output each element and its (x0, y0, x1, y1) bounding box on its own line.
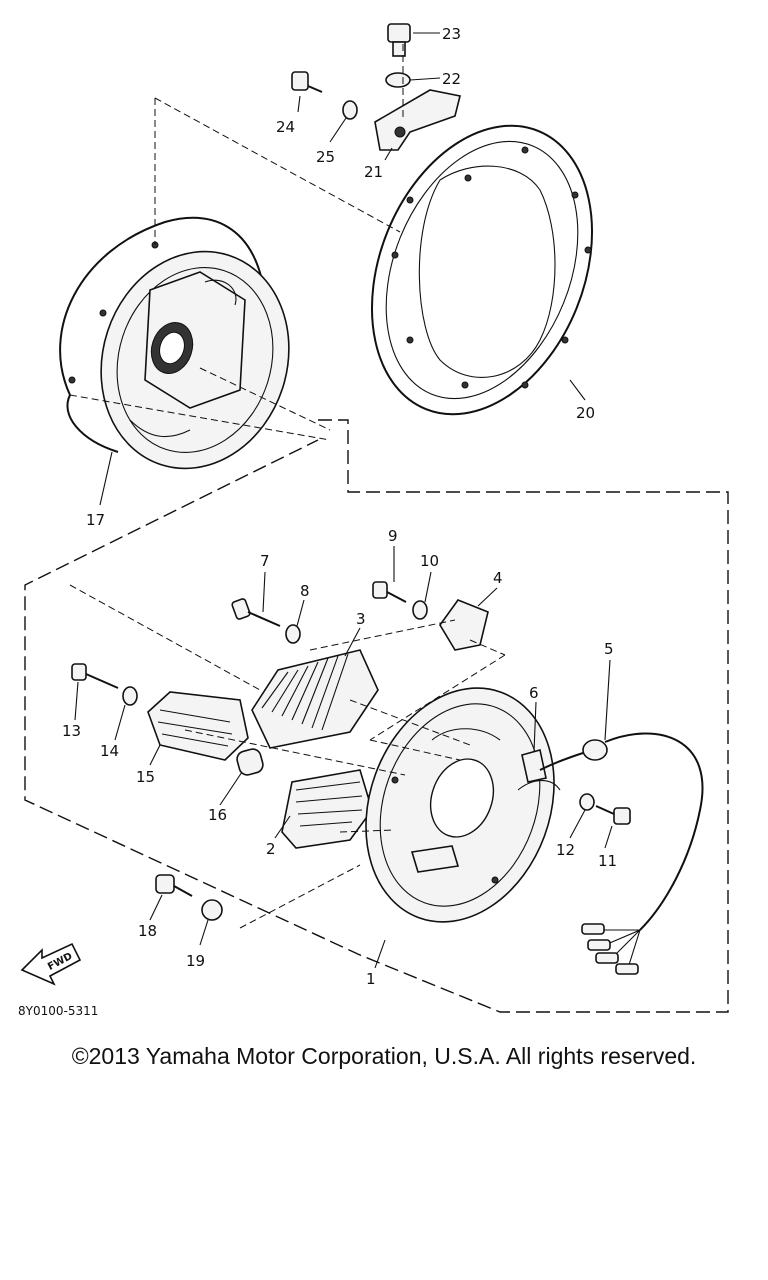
part-label-9: 9 (388, 527, 398, 545)
part-label-19: 19 (186, 952, 205, 970)
coil-2 (281, 769, 373, 849)
leader-lines (74, 32, 613, 969)
stator-base-plate (365, 687, 555, 923)
coil-15 (147, 691, 249, 761)
part-label-24: 24 (276, 118, 295, 136)
part-label-18: 18 (138, 922, 157, 940)
part-label-15: 15 (136, 768, 155, 786)
coil-4 (439, 599, 489, 651)
part-label-12: 12 (556, 841, 575, 859)
part-label-10: 10 (420, 552, 439, 570)
washer-8 (285, 624, 301, 644)
washer-19 (201, 899, 223, 921)
bracket-21 (374, 89, 461, 151)
bolt-23 (387, 23, 411, 57)
part-label-6: 6 (529, 684, 539, 702)
figure-code: 8Y0100-5311 (18, 1004, 98, 1018)
part-number-labels: 23 22 21 24 25 20 17 7 8 3 9 10 4 5 6 13… (62, 25, 617, 988)
forward-arrow-icon: FWD (20, 942, 82, 986)
ring-plate (370, 124, 594, 416)
part-label-4: 4 (493, 569, 503, 587)
screw-13 (71, 663, 119, 689)
part-label-13: 13 (62, 722, 81, 740)
screw-7 (231, 598, 281, 627)
screw-11 (595, 805, 631, 825)
flywheel-rotor (59, 216, 290, 470)
part-label-3: 3 (356, 610, 366, 628)
part-label-11: 11 (598, 852, 617, 870)
part-label-17: 17 (86, 511, 105, 529)
part-label-21: 21 (364, 163, 383, 181)
part-label-2: 2 (266, 840, 276, 858)
copyright-notice: ©2013 Yamaha Motor Corporation, U.S.A. A… (71, 1043, 697, 1069)
part-label-14: 14 (100, 742, 119, 760)
part-label-25: 25 (316, 148, 335, 166)
part-label-8: 8 (300, 582, 310, 600)
part-label-16: 16 (208, 806, 227, 824)
washer-22 (385, 72, 411, 88)
exploded-parts-diagram: 23 22 21 24 25 20 17 7 8 3 9 10 4 5 6 13… (18, 23, 729, 1018)
part-label-7: 7 (260, 552, 270, 570)
washer-10 (412, 600, 428, 620)
screw-18 (155, 874, 193, 897)
washer-25 (342, 100, 358, 120)
washer-12 (579, 793, 595, 811)
wire-harness-5 (517, 732, 704, 975)
coil-3 (251, 649, 379, 749)
part-label-23: 23 (442, 25, 461, 43)
bolt-24 (291, 71, 323, 93)
washer-14 (122, 686, 138, 706)
part-label-5: 5 (604, 640, 614, 658)
part-label-20: 20 (576, 404, 595, 422)
part-label-22: 22 (442, 70, 461, 88)
assembly-outline (24, 419, 729, 1013)
part-label-1: 1 (366, 970, 376, 988)
spacer-16 (236, 748, 264, 776)
screw-9 (372, 581, 407, 603)
